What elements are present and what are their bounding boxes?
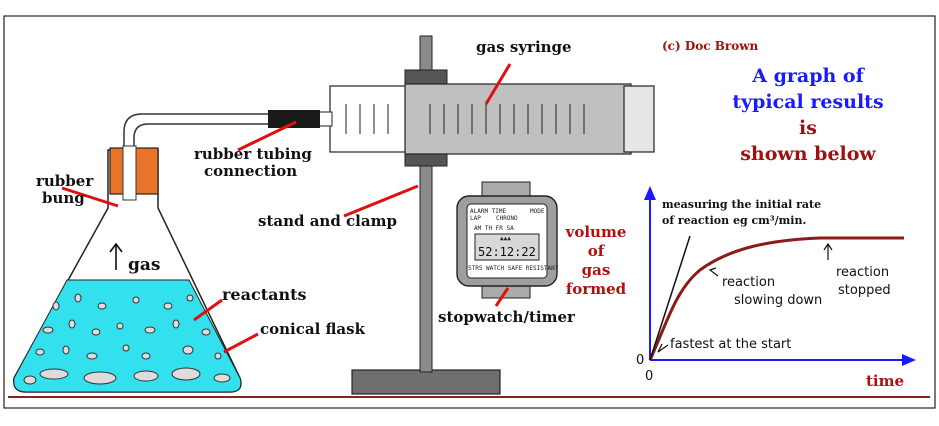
watch-text-days: AM TH FR SA (474, 225, 514, 232)
graph-ylabel-4: formed (566, 280, 627, 298)
pointer-tubing (237, 120, 297, 152)
watch-text-bottom: STRS WATCH SAFE RESISTANT (468, 265, 559, 272)
delivery-tube (123, 113, 290, 200)
graph-annotation-2: of reaction eg cm³/min. (662, 214, 806, 227)
label-stand-and-clamp: stand and clamp (258, 212, 397, 230)
graph-pointer-arrows (657, 242, 833, 353)
arrow-stopped-head (823, 242, 833, 251)
stopwatch (456, 181, 558, 299)
pointer-reactants (193, 298, 223, 322)
graph-annotation-stop-1: reaction (836, 265, 889, 280)
graph-origin-x: 0 (645, 369, 653, 384)
graph-annotation-1: measuring the initial rate (662, 198, 821, 211)
rubber-tubing-connection (268, 110, 320, 128)
watch-lcd (474, 233, 540, 261)
bung-hole (122, 145, 137, 201)
syringe-graduations (345, 104, 585, 134)
label-conical-flask: conical flask (260, 320, 366, 338)
label-gas-syringe: gas syringe (476, 38, 572, 56)
syringe-inner (329, 85, 411, 153)
heading-line-2: typical results (732, 91, 883, 113)
conical-flask (13, 145, 242, 393)
pointer-flask (223, 332, 259, 354)
flask-liquid (13, 279, 242, 393)
graph-curve (648, 236, 904, 361)
watch-text-marks: ▲▲▲ (500, 235, 511, 242)
graph-annotation-fast: fastest at the start (670, 337, 791, 352)
watch-text-alarm: ALARM TIME (470, 208, 507, 215)
graph-x-arrow (902, 354, 916, 366)
heading-line-3: is (799, 117, 817, 139)
syringe-barrel (404, 83, 632, 155)
graph-tangent (649, 235, 691, 361)
label-rubber-tubing-2: connection (204, 162, 297, 180)
watch-text-chrono: CHRONO (496, 215, 518, 222)
label-stopwatch-timer: stopwatch/timer (438, 308, 576, 326)
pointer-bung (61, 186, 119, 208)
label-rubber-bung-2: bung (42, 189, 85, 207)
pointer-lines (61, 63, 512, 354)
stand-base (351, 369, 501, 395)
pointer-stopwatch (494, 287, 510, 307)
credit-text: (c) Doc Brown (662, 39, 759, 53)
graph-annotation-stop-2: stopped (838, 283, 891, 298)
syringe-nozzle (317, 111, 333, 127)
arrow-slowing (708, 267, 719, 277)
watch-text-lap: LAP (470, 215, 481, 222)
pointer-stand (343, 184, 419, 218)
pointer-syringe (484, 63, 512, 105)
gas-syringe (317, 83, 655, 155)
results-graph: volume of gas formed time 0 0 measuring … (565, 186, 916, 390)
watch-display: 52:12:22 (478, 245, 536, 259)
graph-xlabel: time (866, 372, 904, 390)
clamp-top (404, 69, 448, 85)
graph-annotation-slow-2: slowing down (734, 293, 822, 308)
label-rubber-bung-1: rubber (36, 172, 94, 190)
watch-text-mode: MODE (530, 208, 545, 215)
label-rubber-tubing-1: rubber tubing (194, 145, 312, 163)
gas-up-arrow (109, 242, 123, 270)
graph-origin-y: 0 (636, 353, 644, 368)
graph-ylabel-3: gas (582, 261, 611, 279)
arrow-fastest (657, 343, 669, 353)
graph-ylabel-2: of (588, 242, 606, 260)
graph-ylabel-1: volume (565, 223, 627, 241)
label-reactants: reactants (222, 285, 307, 304)
reactant-bubbles (23, 293, 231, 385)
graph-annotation-slow-1: reaction (722, 275, 775, 290)
syringe-end (623, 85, 655, 153)
heading-line-1: A graph of (751, 65, 865, 87)
heading-line-4: shown below (740, 143, 876, 165)
label-gas: gas (128, 255, 160, 275)
graph-y-arrow (644, 186, 656, 200)
